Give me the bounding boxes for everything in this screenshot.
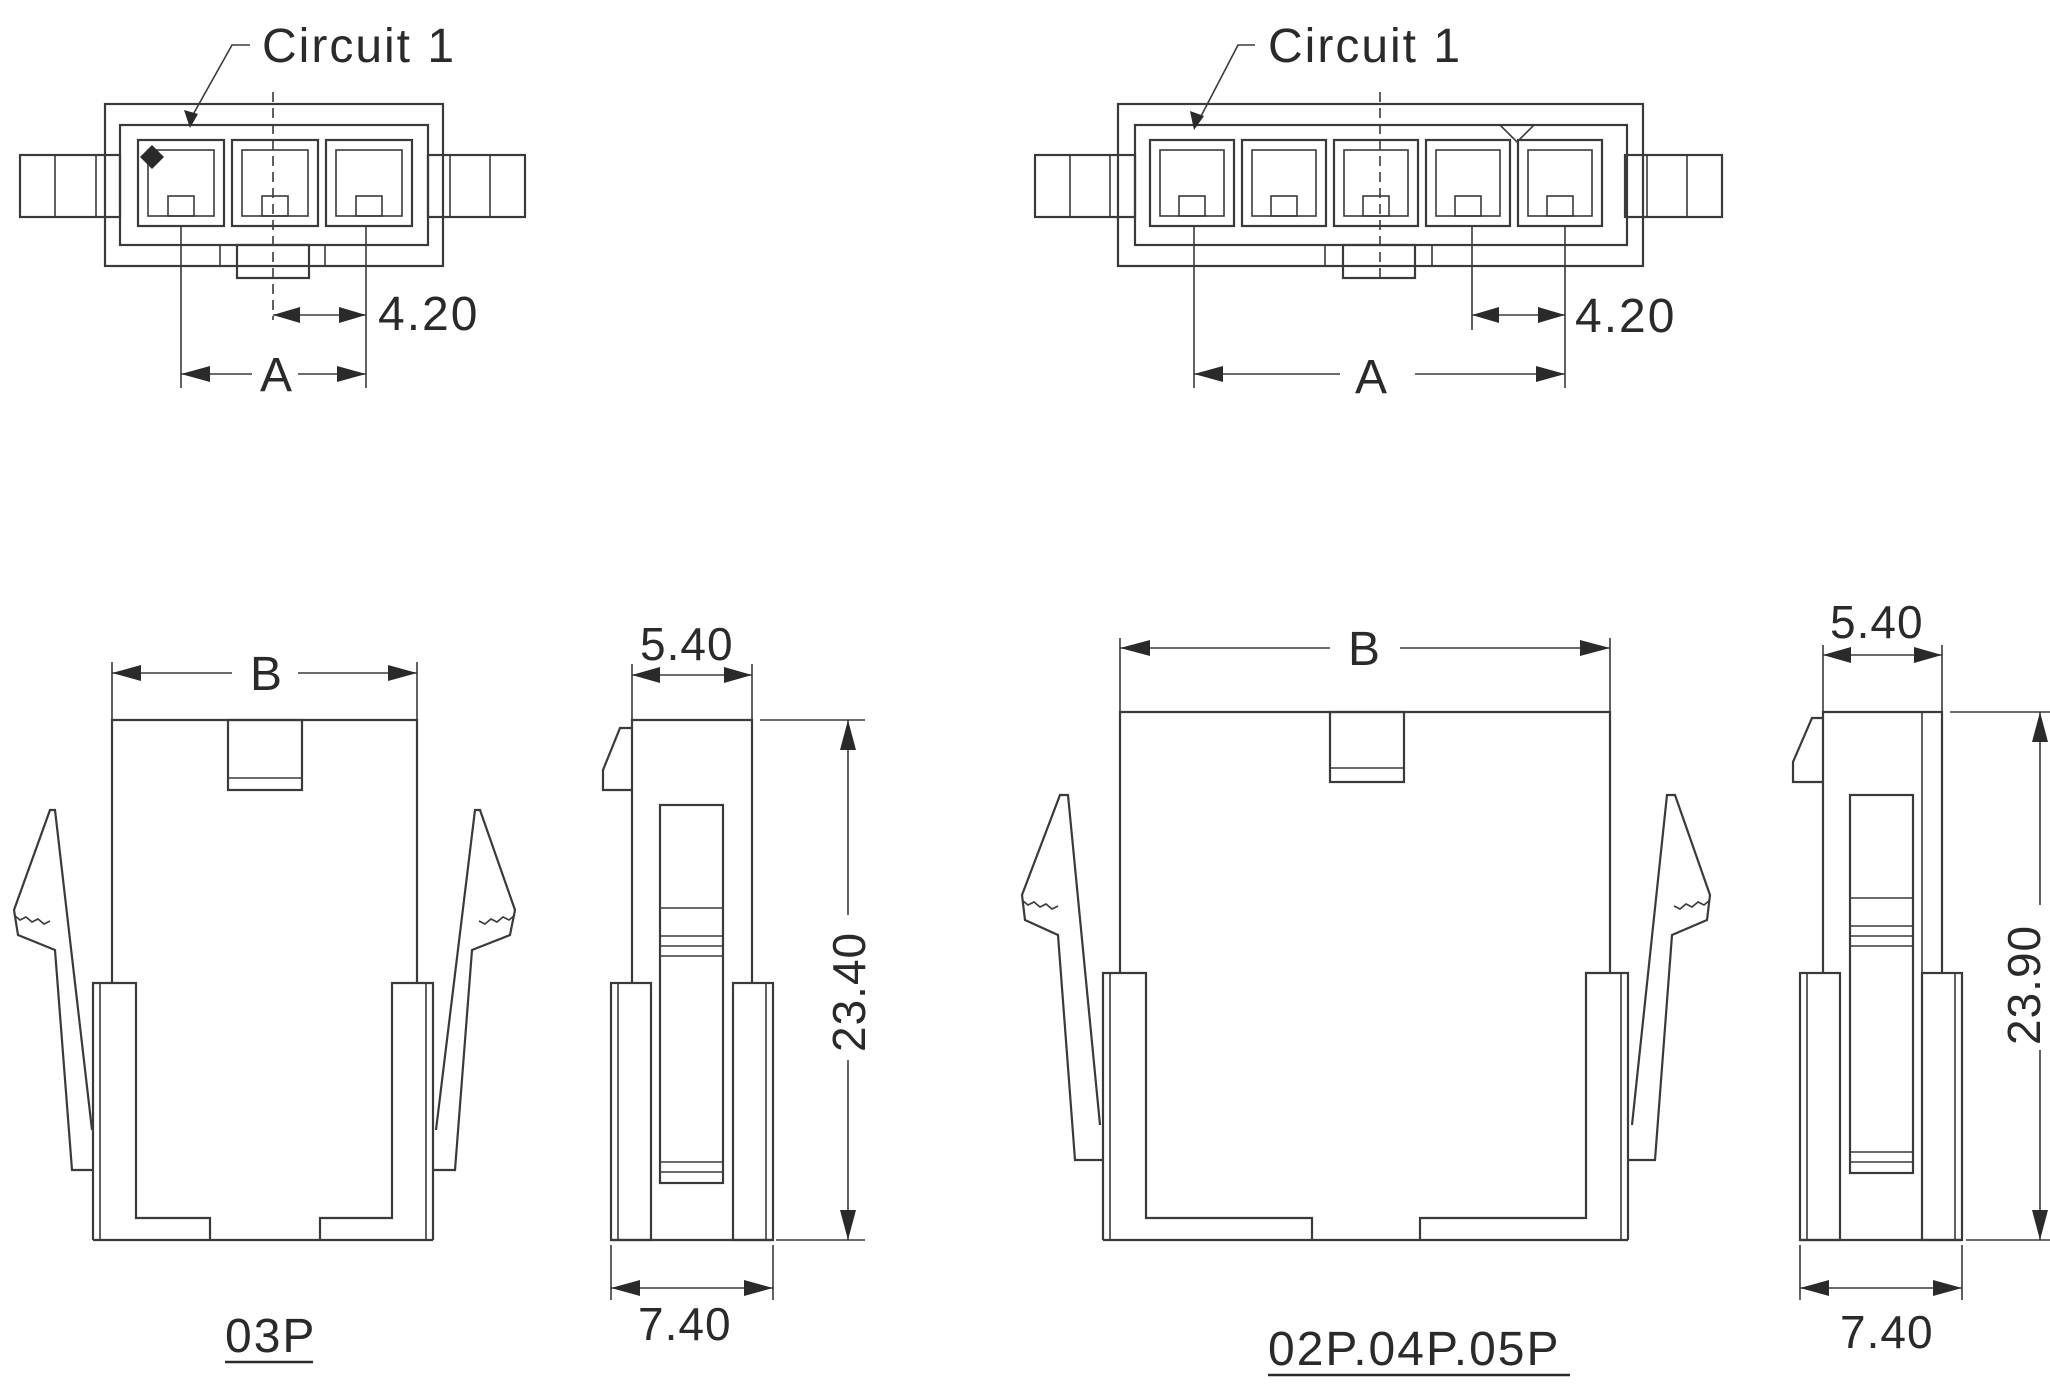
caption-03p: 03P bbox=[225, 1310, 316, 1363]
front-view-5-pin: B 02P.04P.05P bbox=[1020, 623, 1712, 1377]
dim-b-label-left: B bbox=[250, 648, 284, 701]
height-label-right: 23.90 bbox=[1998, 925, 2050, 1045]
side-view-3-pin: 5.40 23.40 7.40 bbox=[601, 618, 875, 1350]
cavity-r4 bbox=[1424, 138, 1512, 228]
cavity-3 bbox=[324, 138, 414, 228]
pitch-label-right: 4.20 bbox=[1575, 290, 1676, 343]
circuit-1-label-right: Circuit 1 bbox=[1268, 20, 1462, 73]
cavity-r1 bbox=[1148, 138, 1236, 228]
cavity-r3 bbox=[1332, 138, 1420, 228]
height-label-left: 23.40 bbox=[823, 932, 875, 1052]
top-width-label-right: 5.40 bbox=[1830, 596, 1924, 648]
circuit-1-label-left: Circuit 1 bbox=[262, 20, 456, 73]
top-width-label-left: 5.40 bbox=[640, 618, 734, 670]
bottom-width-label-right: 7.40 bbox=[1840, 1306, 1934, 1358]
front-view-3-pin: B 03P bbox=[12, 648, 517, 1364]
cavity-r5 bbox=[1516, 138, 1604, 228]
cavity-r2 bbox=[1240, 138, 1328, 228]
top-view-5-pin: Circuit 1 4.20 A bbox=[1033, 20, 1724, 404]
bottom-width-label-left: 7.40 bbox=[638, 1298, 732, 1350]
top-view-3-pin: Circuit 1 4.20 A bbox=[18, 20, 527, 402]
side-view-5-pin: 5.40 23.90 7.40 bbox=[1791, 596, 2050, 1358]
dim-a-label-left: A bbox=[260, 349, 294, 402]
cavity-2 bbox=[230, 138, 320, 228]
dim-b-label-right: B bbox=[1348, 623, 1382, 676]
pitch-label-left: 4.20 bbox=[378, 288, 479, 341]
caption-02p-04p-05p: 02P.04P.05P bbox=[1268, 1323, 1561, 1376]
dim-a-label-right: A bbox=[1355, 351, 1389, 404]
